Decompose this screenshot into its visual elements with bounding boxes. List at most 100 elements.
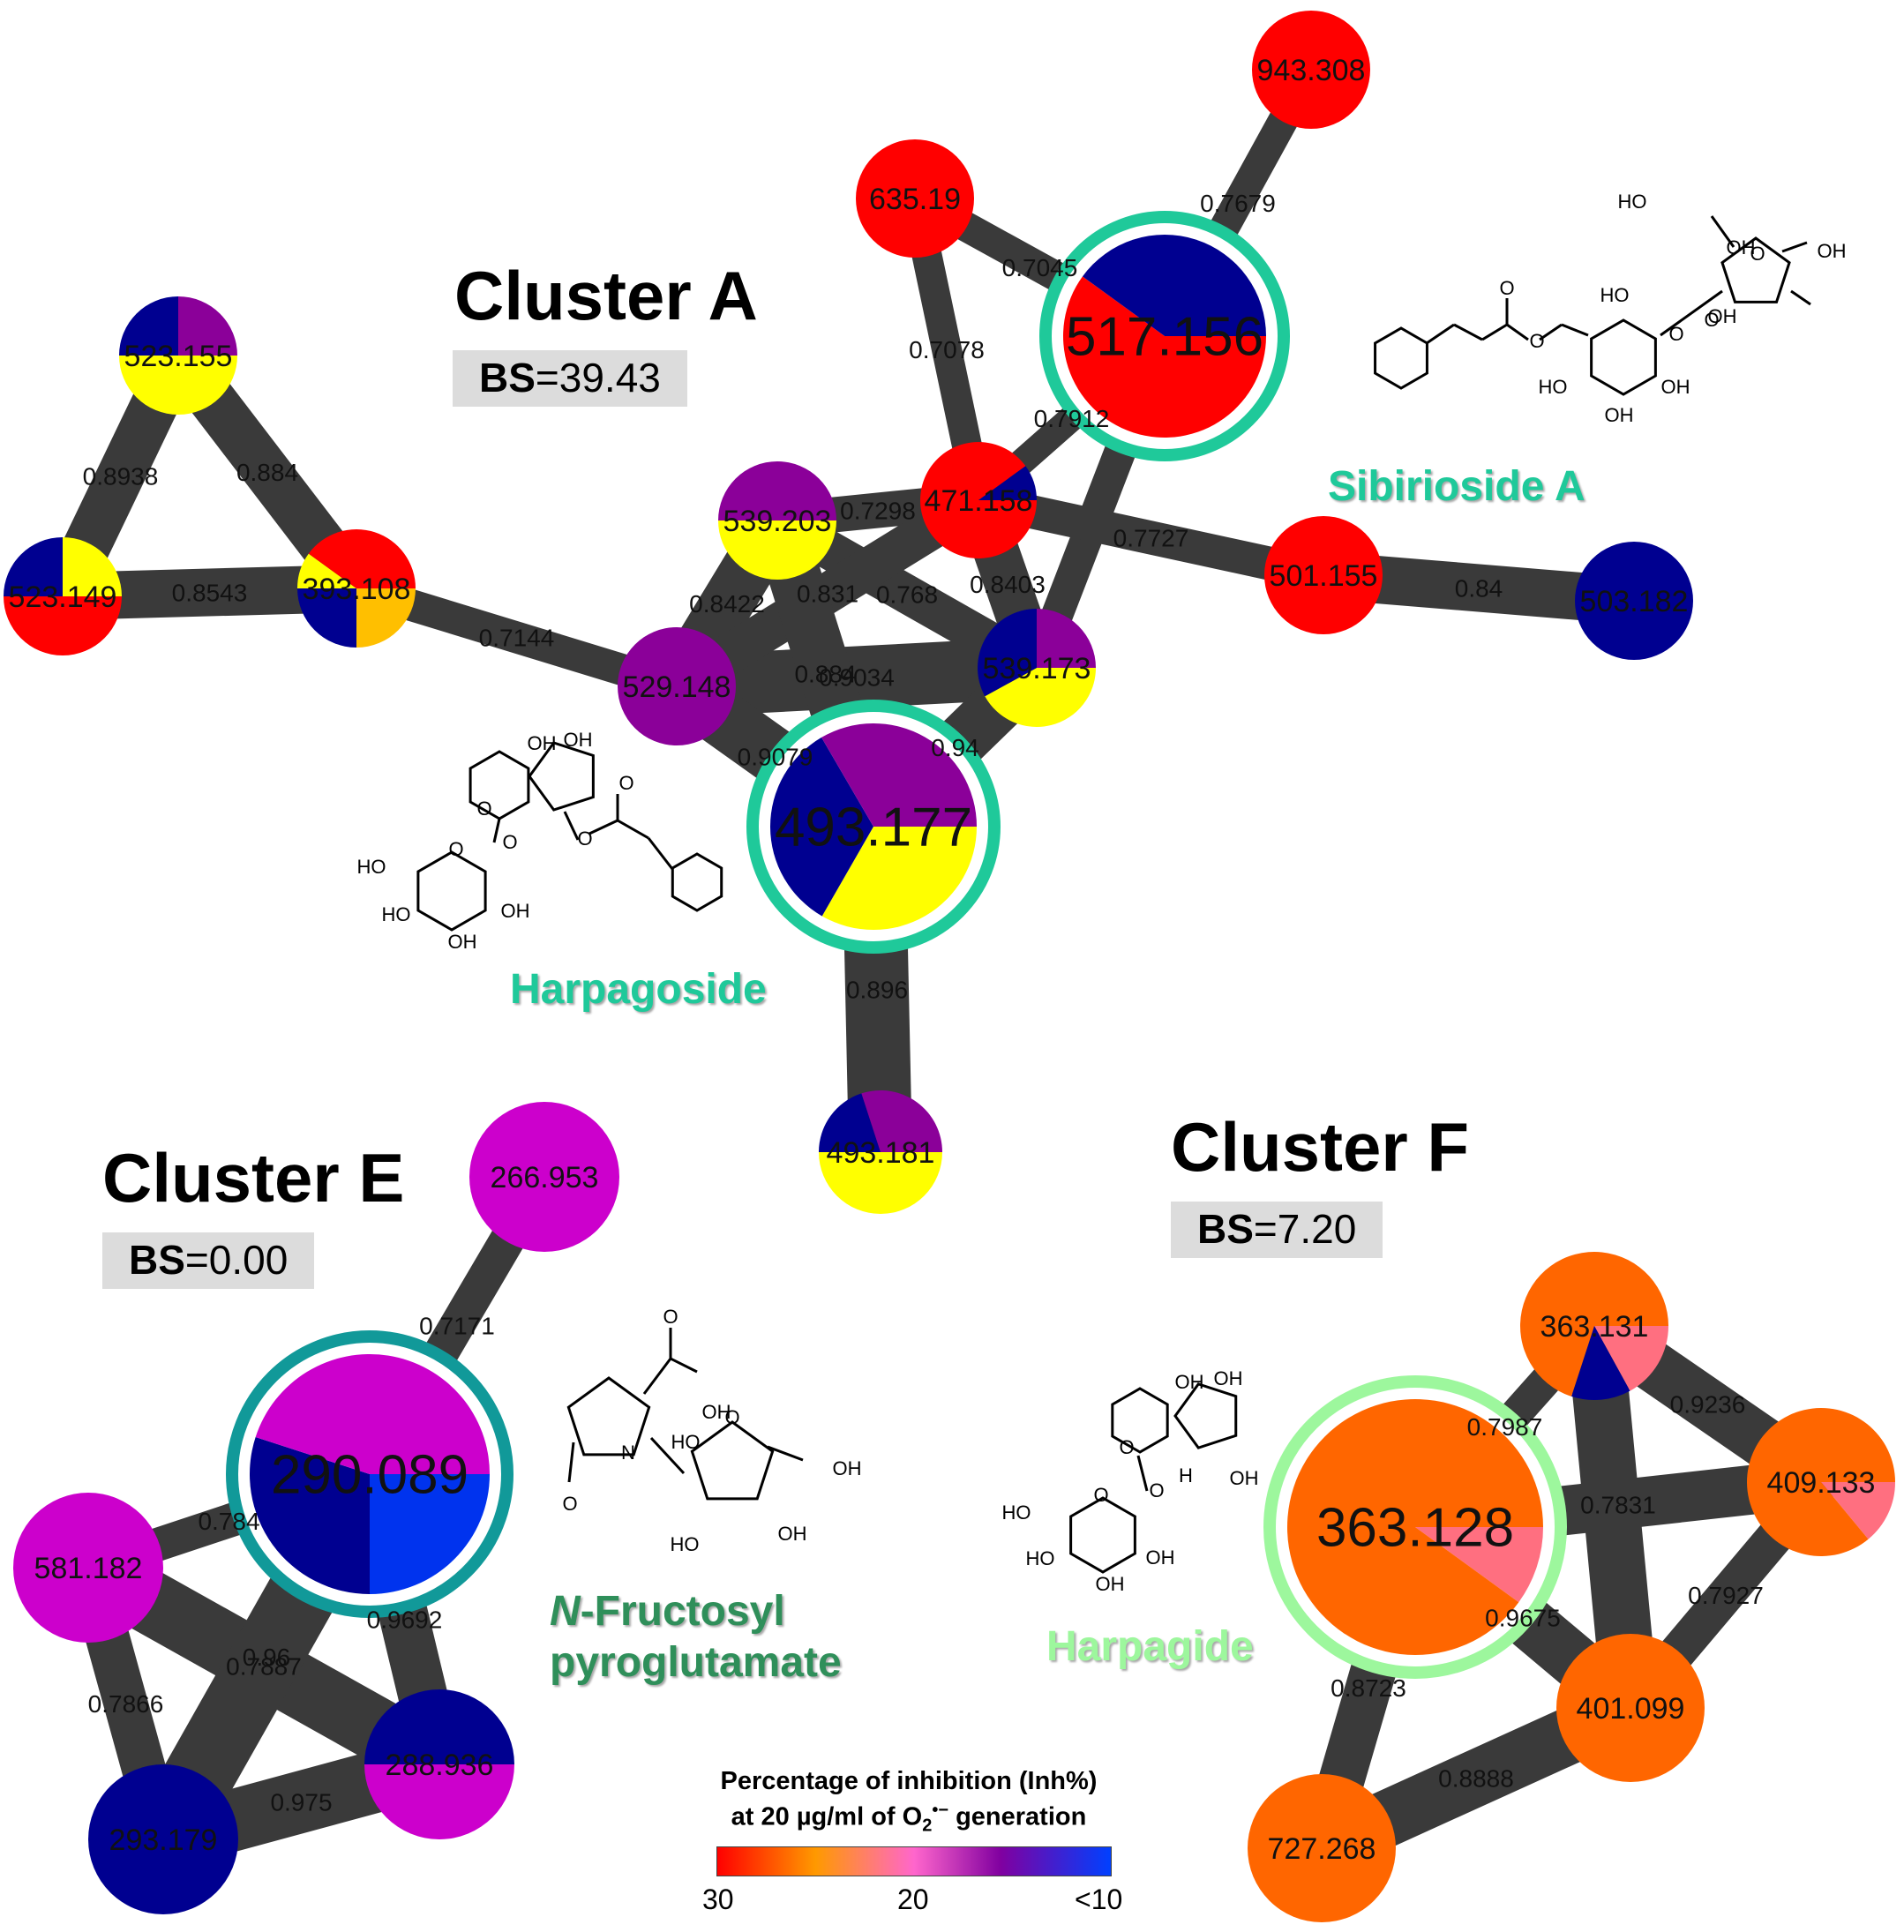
pie-slice	[1037, 609, 1096, 668]
node-n290[interactable]: 290.089	[226, 1330, 513, 1618]
node-n266[interactable]: 266.953	[469, 1102, 619, 1252]
bond	[563, 811, 580, 841]
node-n409[interactable]: 409.133	[1746, 1408, 1895, 1557]
pie-slice	[255, 1353, 490, 1474]
node-n503[interactable]: 503.182	[1575, 542, 1693, 660]
node-n501[interactable]: 501.155	[1264, 516, 1383, 634]
node-n539b[interactable]: 539.173	[978, 609, 1096, 727]
node-n293[interactable]: 293.179	[88, 1764, 238, 1914]
node-n471[interactable]: 471.158	[920, 442, 1037, 558]
bond	[1506, 323, 1529, 341]
edge-label: 0.7727	[1113, 525, 1189, 552]
cluster-f-bs-value: =7.20	[1253, 1206, 1357, 1252]
node-n401[interactable]: 401.099	[1556, 1634, 1705, 1782]
edge-label: 0.7171	[419, 1313, 495, 1340]
pie-slice	[364, 1764, 514, 1839]
bond	[492, 818, 501, 843]
atom-label: O	[577, 827, 592, 850]
node-n523a[interactable]: 523.155	[119, 296, 237, 415]
cluster-f-bs-prefix: BS	[1197, 1206, 1254, 1252]
node-label: 529.148	[623, 670, 731, 704]
node-n363a[interactable]: 363.131	[1520, 1252, 1668, 1401]
cluster-e-bs-prefix: BS	[129, 1237, 185, 1283]
bond	[1781, 241, 1808, 253]
edge-label: 0.8888	[1438, 1765, 1514, 1793]
node-n517[interactable]: 517.156	[1039, 211, 1290, 461]
node-n393[interactable]: 393.108	[297, 529, 416, 648]
pie-slice	[250, 1436, 370, 1594]
atom-label: HO	[357, 856, 386, 878]
edge-label: 0.7144	[479, 625, 555, 652]
node-label: 288.936	[386, 1749, 494, 1782]
node-n493b[interactable]: 493.181	[819, 1090, 942, 1214]
pie-slice	[469, 1102, 619, 1252]
bond	[1453, 323, 1483, 341]
glucose-ring	[1590, 318, 1657, 396]
node-n539a[interactable]: 539.203	[718, 461, 836, 580]
atom-label: OH	[1727, 236, 1756, 258]
atom-label: O	[502, 831, 517, 853]
legend-tick-20: 20	[897, 1883, 929, 1915]
node-label: 493.177	[775, 798, 972, 858]
cluster-a-bs-value: =39.43	[535, 355, 661, 401]
node-label: 523.149	[9, 580, 117, 614]
pyran-ring	[469, 750, 530, 820]
node-label: 727.268	[1268, 1832, 1376, 1866]
node-n529[interactable]: 529.148	[618, 627, 736, 745]
edge-labels-layer: 0.76790.70450.70780.79120.77270.840.8938…	[83, 190, 1764, 1816]
node-label: 523.155	[124, 340, 233, 373]
bond	[642, 1358, 672, 1395]
bond	[649, 1436, 686, 1475]
node-n288[interactable]: 288.936	[364, 1689, 514, 1839]
cluster-e-bs-value: =0.00	[184, 1237, 289, 1283]
edge-label: 0.7987	[1467, 1413, 1543, 1441]
pie-slice	[1520, 1252, 1668, 1397]
pie-slice	[1252, 11, 1370, 129]
node-n943[interactable]: 943.308	[1252, 11, 1370, 129]
node-label: 517.156	[1066, 307, 1263, 368]
edge-label: 0.7298	[840, 498, 916, 525]
atom-label: OH	[1175, 1371, 1204, 1393]
bond	[617, 819, 649, 840]
node-label: 266.953	[491, 1161, 599, 1194]
node-n727[interactable]: 727.268	[1248, 1774, 1396, 1922]
pie-slice	[297, 588, 356, 648]
atom-label: O	[724, 1406, 739, 1428]
edge-label: 0.8403	[970, 571, 1046, 598]
legend-tick-less-10: <10	[1075, 1883, 1123, 1915]
atom-label: OH	[702, 1401, 731, 1423]
node-n523b[interactable]: 523.149	[4, 537, 122, 655]
benzene-ring	[1374, 326, 1428, 390]
pie-slice	[1594, 1326, 1668, 1391]
pie-slice	[861, 1090, 942, 1152]
node-n363b[interactable]: 363.128	[1263, 1375, 1567, 1679]
fructose-ring	[1720, 236, 1791, 303]
atom-label: O	[1119, 1436, 1134, 1458]
pie-slice	[769, 737, 873, 917]
pie-slice	[1082, 234, 1266, 336]
pyrrolidone-ring	[566, 1376, 651, 1456]
bond	[767, 1445, 804, 1462]
node-n581[interactable]: 581.182	[13, 1493, 163, 1643]
bond	[647, 837, 674, 870]
pie-slice	[1571, 1326, 1630, 1401]
legend-title-line2-a: at 20 µg/ml of O	[731, 1802, 923, 1831]
pie-slice	[1821, 1482, 1895, 1539]
node-n493a[interactable]: 493.177	[746, 700, 1001, 954]
atom-label: O	[618, 772, 633, 794]
node-n635[interactable]: 635.19	[856, 139, 974, 258]
compound-label-harpagide: Harpagide	[1046, 1623, 1254, 1670]
compound-label-fructosyl: -Fructosyl	[580, 1588, 785, 1635]
atom-label: HO	[382, 903, 411, 925]
phenyl-ring	[671, 852, 723, 912]
pie-slice	[297, 553, 356, 588]
edge-label: 0.884	[794, 661, 856, 688]
pie-slice	[821, 723, 977, 827]
pie-slice	[63, 537, 122, 596]
node-label: 409.133	[1767, 1466, 1876, 1500]
edge-label: 0.94	[931, 734, 979, 761]
